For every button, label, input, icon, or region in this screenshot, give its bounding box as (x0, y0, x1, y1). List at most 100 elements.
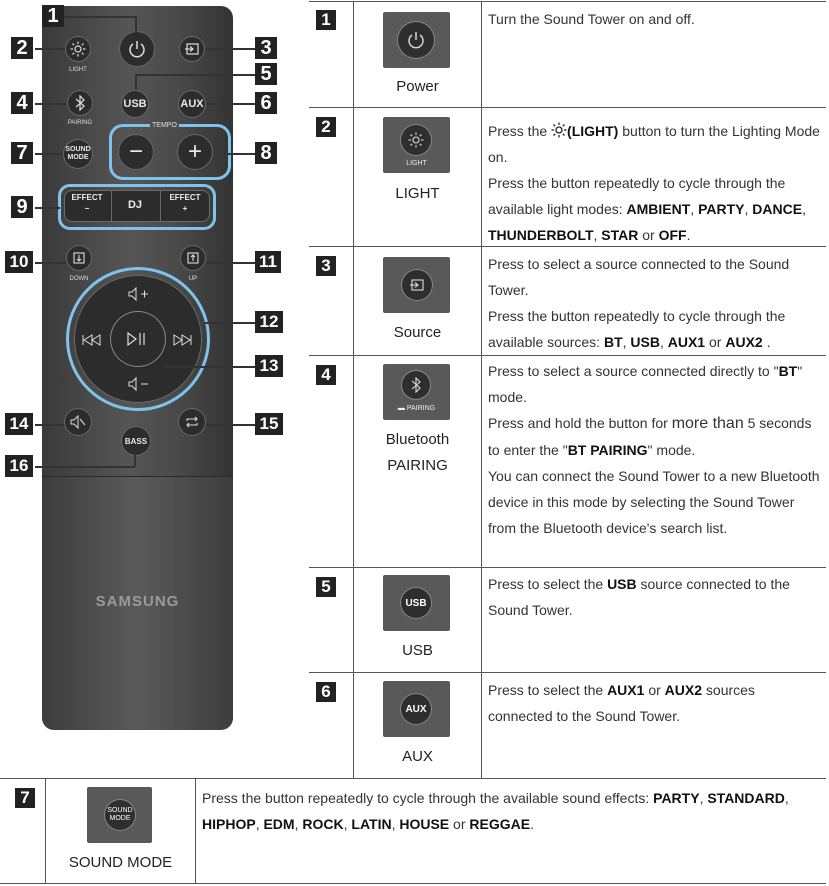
desc-usb-pre: Press to select the (488, 576, 604, 592)
desc-usb-post: source connected to the Sound Tower. (488, 576, 790, 618)
callout-7: 7 (11, 142, 33, 164)
down-button (66, 245, 92, 271)
table-rule (309, 355, 826, 356)
down-icon (73, 252, 85, 264)
desc-sound-mode: Press the button repeatedly to cycle thr… (202, 790, 789, 832)
source-icon (401, 269, 433, 301)
callout-3: 3 (255, 37, 277, 59)
desc-bt-p3: You can connect the Sound Tower to a new… (488, 468, 820, 536)
light-button (65, 36, 91, 62)
fx-rock: ROCK (302, 816, 344, 832)
row-number-5: 5 (316, 577, 336, 597)
src-aux1: AUX1 (667, 334, 706, 350)
brand-logo: SAMSUNG (95, 593, 180, 610)
callout-6: 6 (255, 92, 277, 114)
desc-source: Press to select a source connected to th… (488, 251, 823, 355)
desc-bluetooth: Press to select a source connected direc… (488, 358, 823, 541)
wheel-highlight (66, 267, 210, 411)
leader-2 (35, 48, 65, 50)
leader-6 (206, 103, 255, 105)
desc-aux-post: sources connected to the Sound Tower. (488, 682, 755, 724)
row-name-power: Power (396, 78, 439, 95)
power-button (119, 31, 155, 67)
leader-9 (35, 207, 60, 209)
up-icon (187, 252, 199, 264)
table-rule (309, 246, 826, 247)
fx-house: HOUSE (399, 816, 450, 832)
effect-minus-label: EFFECT (71, 193, 103, 202)
remote-lower-body (42, 476, 233, 730)
source-icon (185, 43, 199, 55)
effect-plus-button: EFFECT + (162, 192, 208, 214)
light-icon (70, 41, 86, 57)
mute-button (64, 408, 92, 436)
power-icon (397, 21, 435, 59)
desc-bt-p2-pre: Press and hold the button for (488, 415, 668, 431)
leader-14 (35, 424, 64, 426)
sun-icon (551, 122, 567, 138)
leader-7 (35, 153, 63, 155)
row-name-usb: USB (402, 642, 433, 659)
fx-latin: LATIN (351, 816, 392, 832)
leader-11 (206, 262, 255, 264)
leader-4 (35, 103, 67, 105)
table-col-rule (481, 1, 482, 778)
dj-button: DJ (127, 199, 143, 211)
table-rule (309, 672, 826, 673)
src-aux2: AUX2 (725, 334, 763, 350)
leader-13 (163, 366, 255, 368)
callout-10: 10 (5, 251, 33, 273)
effect-bar (64, 190, 210, 222)
table-col-rule (353, 1, 354, 778)
light-label: LIGHT (69, 67, 87, 73)
desc-light-p2: Press the button repeatedly to cycle thr… (488, 175, 786, 217)
desc-power: Turn the Sound Tower on and off. (488, 6, 818, 32)
mode-star: STAR (601, 227, 639, 243)
table-col-rule (195, 778, 196, 883)
effect-divider-2 (160, 190, 161, 222)
row-number-1: 1 (316, 10, 336, 30)
bluetooth-icon (75, 95, 85, 111)
light-icon (400, 124, 432, 156)
table-rule (0, 778, 826, 779)
row-name-sound-mode: SOUND MODE (68, 854, 173, 871)
mode-thunderbolt: THUNDERBOLT (488, 227, 594, 243)
desc-aux: Press to select the AUX1 or AUX2 sources… (488, 677, 823, 729)
callout-14: 14 (5, 413, 33, 435)
effect-plus-sign: + (182, 204, 188, 213)
desc-bt-p1-pre: Press to select a source connected direc… (488, 363, 779, 379)
tempo-label: TEMPO (150, 122, 179, 129)
effect-minus-button: EFFECT − (64, 192, 110, 214)
fx-reggae: REGGAE (469, 816, 531, 832)
desc-power-text: Turn the Sound Tower on and off. (488, 11, 695, 27)
desc-sm-or: or (453, 816, 466, 832)
sound-mode-button: SOUND MODE (63, 139, 93, 169)
desc-aux-bold1: AUX1 (607, 682, 645, 698)
desc-bt-bold: BT (778, 363, 798, 379)
sound-mode-line2: MODE (67, 154, 89, 161)
desc-aux-bold2: AUX2 (664, 682, 703, 698)
table-rule (309, 1, 826, 2)
callout-4: 4 (11, 92, 33, 114)
table-rule (0, 883, 826, 884)
callout-12: 12 (255, 311, 283, 333)
row-name-source: Source (393, 324, 442, 341)
mode-ambient: AMBIENT (626, 201, 691, 217)
desc-usb-bold: USB (607, 576, 637, 592)
fx-party: PARTY (653, 790, 700, 806)
down-label: DOWN (69, 276, 89, 282)
power-icon (129, 41, 145, 58)
desc-aux-pre: Press to select the (488, 682, 604, 698)
desc-light-p1-post: button to turn the Lighting Mode on. (488, 123, 820, 165)
desc-light-bold: (LIGHT) (567, 123, 619, 139)
desc-bt-p2-big: more than (671, 415, 744, 432)
row-number-7: 7 (15, 788, 35, 808)
row-number-4: 4 (316, 365, 336, 385)
fx-standard: STANDARD (707, 790, 785, 806)
leader-5 (136, 74, 255, 76)
leader-1b (135, 16, 137, 32)
up-button (180, 245, 206, 271)
row-name-bluetooth: Bluetooth PAIRING (354, 429, 481, 477)
callout-11: 11 (255, 251, 281, 273)
leader-3 (205, 48, 255, 50)
